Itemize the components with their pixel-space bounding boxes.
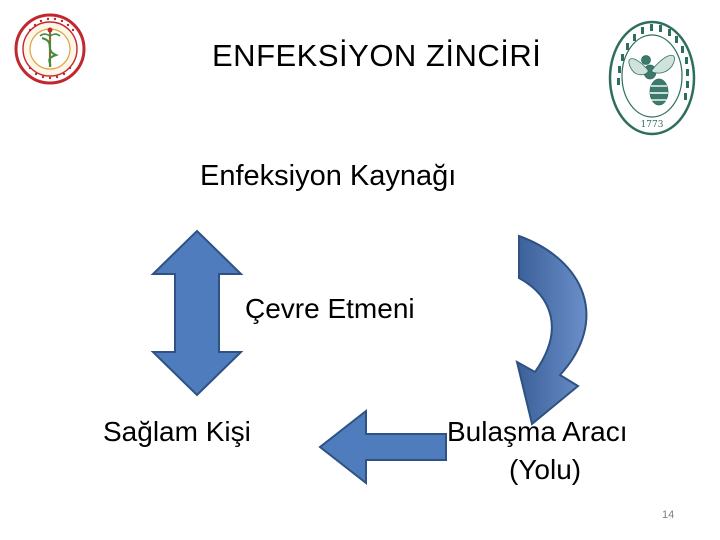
slide-title: ENFEKSİYON ZİNCİRİ [212, 38, 542, 73]
node-infection-source: Enfeksiyon Kaynağı [200, 160, 457, 192]
university-seal-logo: 1773 [608, 20, 696, 136]
seal-year: 1773 [641, 120, 664, 130]
page-number: 14 [662, 509, 675, 521]
left-arrow [318, 408, 447, 486]
association-seal-logo [14, 13, 86, 85]
node-vehicle-line2: (Yolu) [509, 454, 582, 485]
curved-arrow [515, 234, 588, 426]
node-host: Sağlam Kişi [103, 416, 251, 447]
bidirectional-arrow [150, 229, 244, 397]
node-vehicle-line1: Bulaşma Aracı [447, 416, 628, 447]
node-environment: Çevre Etmeni [245, 293, 415, 324]
